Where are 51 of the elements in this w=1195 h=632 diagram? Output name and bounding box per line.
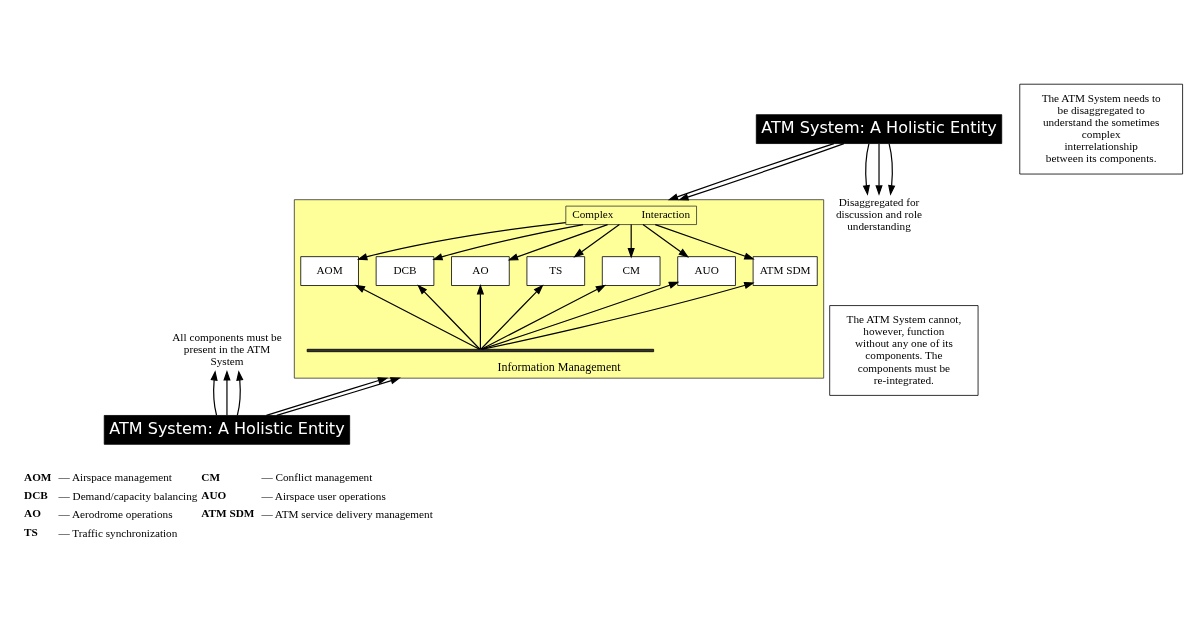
label: CM (201, 470, 220, 483)
arrow (480, 284, 607, 350)
arrow (432, 224, 584, 261)
node-box: ATM System: A Holistic Entity (755, 114, 1003, 144)
node-box: AOM (300, 256, 359, 286)
arrow (507, 224, 609, 261)
arrow (276, 377, 401, 416)
arrow (236, 370, 244, 416)
node-box: TS (526, 256, 586, 286)
arrow (356, 222, 567, 261)
label: — Airspace user operations (261, 489, 386, 502)
arrow (265, 377, 389, 416)
node-box: CM (601, 256, 661, 286)
label: TS (24, 525, 38, 538)
node-box: AUO (677, 256, 736, 286)
arrow (654, 224, 755, 260)
arrow (573, 224, 620, 258)
label: — Aerodrome operations (58, 508, 173, 521)
node-box: The ATM System cannot, however, function without any one of its components. The components must be re-integrated. (829, 305, 979, 396)
arrow (417, 284, 481, 350)
arrow (481, 281, 755, 350)
label: — Airspace management (58, 471, 172, 484)
label: AOM (24, 470, 52, 483)
node-box: AO (451, 256, 510, 286)
node-box: The ATM System needs to be disaggregated to understand the sometimes complex interrelationship between its components. (1019, 83, 1183, 175)
arrow (481, 281, 680, 350)
node-bar (306, 348, 655, 353)
label: — Traffic synchronization (58, 526, 178, 539)
node-text: All components must be present in the ATM System (172, 331, 282, 368)
arrow (888, 143, 896, 196)
node-box: DCB (375, 256, 435, 286)
label: — Conflict management (261, 471, 373, 484)
arrow (862, 143, 870, 196)
label: — Demand/capacity balancing (58, 489, 198, 502)
arrow (875, 143, 883, 196)
label: AUO (201, 489, 227, 502)
node-text: Disaggregated for discussion and role understanding (836, 196, 923, 233)
label: DCB (24, 489, 48, 502)
node-box: ATM System: A Holistic Entity (103, 415, 351, 445)
arrow (476, 283, 485, 350)
label: ATM SDM (201, 507, 255, 520)
arrow (627, 224, 635, 259)
arrow (354, 284, 481, 350)
arrow (642, 224, 690, 258)
label: AO (24, 507, 41, 520)
node-box: ATM SDM (752, 256, 818, 286)
arrow (223, 370, 231, 416)
node-box: Complex Interaction (565, 205, 697, 225)
arrow (480, 284, 544, 350)
label: — ATM service delivery management (261, 508, 433, 521)
arrow (210, 370, 218, 416)
